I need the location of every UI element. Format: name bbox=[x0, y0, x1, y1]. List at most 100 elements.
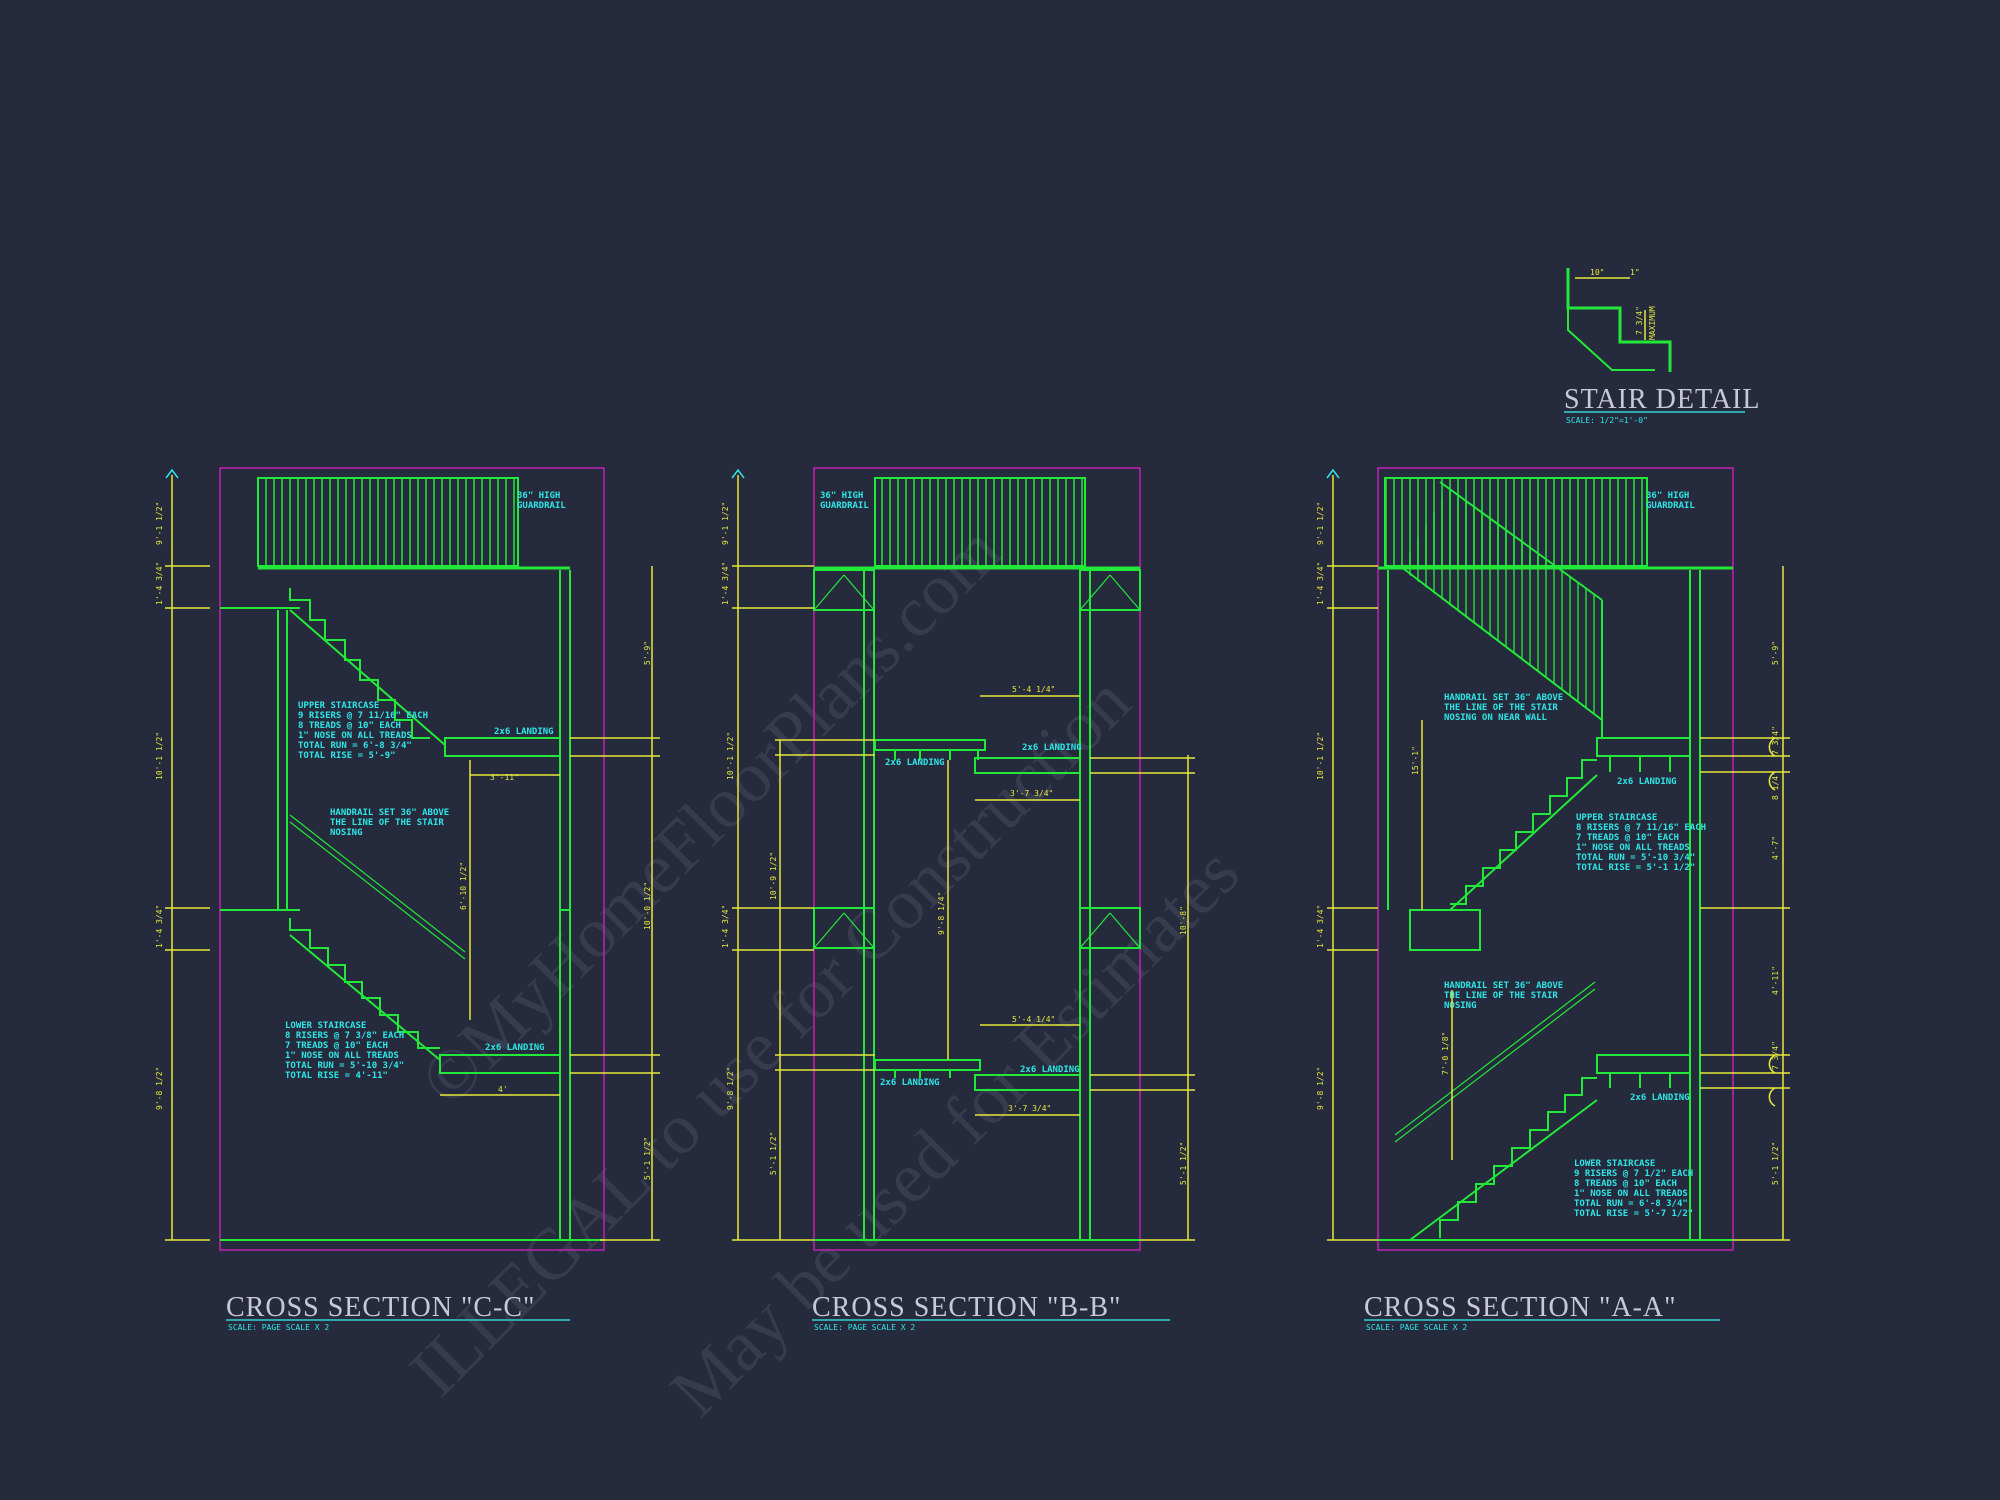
stair-detail-nose-dim: 1" bbox=[1630, 268, 1640, 277]
b-left-dim-3: 10'-1 1/2" bbox=[726, 732, 735, 780]
c-dim-vertical: 6'-10 1/2" bbox=[459, 862, 468, 910]
svg-text:HANDRAIL SET 36" ABOVE: HANDRAIL SET 36" ABOVE bbox=[330, 808, 449, 818]
a-left-dim-1: 9'-1 1/2" bbox=[1316, 502, 1325, 545]
c-lower-note: LOWER STAIRCASE 8 RISERS @ 7 3/8" EACH 7… bbox=[285, 1021, 404, 1081]
svg-text:TOTAL RUN = 5'-10 3/4": TOTAL RUN = 5'-10 3/4" bbox=[285, 1061, 404, 1071]
svg-text:8 TREADS @ 10" EACH: 8 TREADS @ 10" EACH bbox=[298, 721, 401, 731]
a-left-dim-5: 9'-8 1/2" bbox=[1316, 1067, 1325, 1110]
svg-text:8 TREADS @ 10" EACH: 8 TREADS @ 10" EACH bbox=[1574, 1179, 1677, 1189]
b-guardrail-line1: 36" HIGH bbox=[820, 491, 863, 501]
svg-text:LOWER STAIRCASE: LOWER STAIRCASE bbox=[1574, 1159, 1655, 1169]
b-dim-bot2: 3'-7 3/4" bbox=[1008, 1104, 1051, 1113]
b-left-dim-2: 1'-4 3/4" bbox=[721, 562, 730, 605]
svg-text:9 RISERS @ 7 1/2" EACH: 9 RISERS @ 7 1/2" EACH bbox=[1574, 1169, 1693, 1179]
c-guardrail-line1: 36" HIGH bbox=[517, 491, 560, 501]
svg-text:UPPER STAIRCASE: UPPER STAIRCASE bbox=[1576, 813, 1657, 823]
svg-text:THE LINE OF THE STAIR: THE LINE OF THE STAIR bbox=[330, 818, 444, 828]
c-left-dim-5: 9'-8 1/2" bbox=[155, 1067, 164, 1110]
stair-detail-title: STAIR DETAIL bbox=[1564, 384, 1761, 415]
svg-text:HANDRAIL SET 36" ABOVE: HANDRAIL SET 36" ABOVE bbox=[1444, 693, 1563, 703]
a-right-dim-6: 7 3/4" bbox=[1771, 1041, 1780, 1070]
c-right-dim-1: 5'-9" bbox=[643, 641, 652, 665]
svg-text:LOWER STAIRCASE: LOWER STAIRCASE bbox=[285, 1021, 366, 1031]
a-right-dim-7: 5'-1 1/2" bbox=[1771, 1142, 1780, 1185]
a-right-dim-4: 4'-7" bbox=[1771, 836, 1780, 860]
c-dim-lower-width: 4' bbox=[498, 1085, 508, 1094]
b-right-dim-2: 5'-1 1/2" bbox=[1179, 1142, 1188, 1185]
stair-detail-max: MAXIMUM bbox=[1648, 306, 1657, 340]
c-upper-note: UPPER STAIRCASE 9 RISERS @ 7 11/16" EACH… bbox=[298, 701, 428, 761]
section-a-a: 36" HIGH GUARDRAIL 2x6 LANDING HANDRAIL … bbox=[1316, 467, 1790, 1332]
stair-detail-tread-dim: 10" bbox=[1590, 268, 1604, 277]
a-dim-vertical-2: 7'-0 1/8" bbox=[1441, 1032, 1450, 1075]
svg-text:7 TREADS @ 10" EACH: 7 TREADS @ 10" EACH bbox=[1576, 833, 1679, 843]
watermark-line-3: May be used for Estimates bbox=[655, 832, 1254, 1431]
c-left-dim-4: 1'-4 3/4" bbox=[155, 905, 164, 948]
b-left-dim-7: 5'-1 1/2" bbox=[769, 1132, 778, 1175]
svg-text:TOTAL RISE = 5'-9": TOTAL RISE = 5'-9" bbox=[298, 751, 396, 761]
svg-text:TOTAL RUN = 6'-8 3/4": TOTAL RUN = 6'-8 3/4" bbox=[1574, 1199, 1688, 1209]
a-right-dim-2: 7 3/4" bbox=[1771, 726, 1780, 755]
stair-detail: 10" 1" 7 3/4" MAXIMUM STAIR DETAIL SCALE… bbox=[1564, 268, 1761, 425]
a-landing-lower: 2x6 LANDING bbox=[1630, 1093, 1690, 1103]
svg-text:8 RISERS @ 7 3/8" EACH: 8 RISERS @ 7 3/8" EACH bbox=[285, 1031, 404, 1041]
a-left-dim-2: 1'-4 3/4" bbox=[1316, 562, 1325, 605]
svg-text:TOTAL RUN = 5'-10 3/4": TOTAL RUN = 5'-10 3/4" bbox=[1576, 853, 1695, 863]
a-handrail-lower-note: HANDRAIL SET 36" ABOVE THE LINE OF THE S… bbox=[1444, 981, 1563, 1011]
a-left-dim-3: 10'-1 1/2" bbox=[1316, 732, 1325, 780]
svg-text:UPPER STAIRCASE: UPPER STAIRCASE bbox=[298, 701, 379, 711]
b-title: CROSS SECTION "B-B" bbox=[812, 1292, 1121, 1323]
b-left-dim-6: 9'-8 1/2" bbox=[726, 1067, 735, 1110]
a-guardrail-line1: 36" HIGH bbox=[1646, 491, 1689, 501]
svg-text:THE LINE OF THE STAIR: THE LINE OF THE STAIR bbox=[1444, 703, 1558, 713]
c-title: CROSS SECTION "C-C" bbox=[226, 1292, 535, 1323]
svg-text:HANDRAIL SET 36" ABOVE: HANDRAIL SET 36" ABOVE bbox=[1444, 981, 1563, 991]
c-right-dim-3: 5'-1 1/2" bbox=[643, 1137, 652, 1180]
svg-text:TOTAL RISE = 4'-11": TOTAL RISE = 4'-11" bbox=[285, 1071, 388, 1081]
b-left-dim-5: 1'-4 3/4" bbox=[721, 905, 730, 948]
svg-text:TOTAL RISE = 5'-1 1/2": TOTAL RISE = 5'-1 1/2" bbox=[1576, 863, 1695, 873]
c-landing-lower: 2x6 LANDING bbox=[485, 1043, 545, 1053]
b-scale: SCALE: PAGE SCALE X 2 bbox=[814, 1323, 915, 1332]
b-landing-4: 2x6 LANDING bbox=[1020, 1065, 1080, 1075]
a-upper-note: UPPER STAIRCASE 8 RISERS @ 7 11/16" EACH… bbox=[1576, 813, 1706, 873]
b-guardrail-line2: GUARDRAIL bbox=[820, 501, 869, 511]
svg-text:THE LINE OF THE STAIR: THE LINE OF THE STAIR bbox=[1444, 991, 1558, 1001]
b-left-dim-1: 9'-1 1/2" bbox=[721, 502, 730, 545]
a-dim-vertical-1: 15'-1" bbox=[1411, 746, 1420, 775]
a-landing-upper: 2x6 LANDING bbox=[1617, 777, 1677, 787]
svg-text:TOTAL RUN = 6'-8 3/4": TOTAL RUN = 6'-8 3/4" bbox=[298, 741, 412, 751]
a-lower-note: LOWER STAIRCASE 9 RISERS @ 7 1/2" EACH 8… bbox=[1574, 1159, 1693, 1219]
b-landing-1: 2x6 LANDING bbox=[885, 758, 945, 768]
a-handrail-upper-note: HANDRAIL SET 36" ABOVE THE LINE OF THE S… bbox=[1444, 693, 1563, 723]
a-right-dim-3: 8 1/4" bbox=[1771, 771, 1780, 800]
level-markers bbox=[165, 468, 1340, 479]
c-guardrail-line2: GUARDRAIL bbox=[517, 501, 566, 511]
svg-text:8 RISERS @ 7 11/16" EACH: 8 RISERS @ 7 11/16" EACH bbox=[1576, 823, 1706, 833]
watermark-line-1: ©MyHomeFloorPlans.com bbox=[405, 510, 1016, 1121]
b-dim-top1: 5'-4 1/4" bbox=[1012, 685, 1055, 694]
svg-text:7 TREADS @ 10" EACH: 7 TREADS @ 10" EACH bbox=[285, 1041, 388, 1051]
b-dim-bot1: 5'-4 1/4" bbox=[1012, 1015, 1055, 1024]
a-scale: SCALE: PAGE SCALE X 2 bbox=[1366, 1323, 1467, 1332]
b-dim-vertical: 9'-8 1/4" bbox=[937, 892, 946, 935]
svg-text:NOSING: NOSING bbox=[330, 828, 363, 838]
stair-detail-riser-dim: 7 3/4" bbox=[1635, 306, 1644, 335]
svg-text:NOSING: NOSING bbox=[1444, 1001, 1477, 1011]
svg-text:1" NOSE ON ALL TREADS: 1" NOSE ON ALL TREADS bbox=[1576, 843, 1690, 853]
c-left-dim-3: 10'-1 1/2" bbox=[155, 732, 164, 780]
svg-text:1" NOSE ON ALL TREADS: 1" NOSE ON ALL TREADS bbox=[1574, 1189, 1688, 1199]
c-left-dim-2: 1'-4 3/4" bbox=[155, 562, 164, 605]
c-right-dim-2: 10'-0 1/2" bbox=[643, 882, 652, 930]
b-left-dim-4: 10'-9 1/2" bbox=[769, 852, 778, 900]
svg-text:NOSING ON NEAR WALL: NOSING ON NEAR WALL bbox=[1444, 713, 1548, 723]
c-handrail-note: HANDRAIL SET 36" ABOVE THE LINE OF THE S… bbox=[330, 808, 449, 838]
b-landing-2: 2x6 LANDING bbox=[1022, 743, 1082, 753]
section-b-b: 36" HIGH GUARDRAIL 2x6 LANDING 2x6 LANDI… bbox=[721, 467, 1195, 1332]
c-scale: SCALE: PAGE SCALE X 2 bbox=[228, 1323, 329, 1332]
b-dim-top2: 3'-7 3/4" bbox=[1010, 789, 1053, 798]
a-right-dim-1: 5'-9" bbox=[1771, 641, 1780, 665]
c-dim-upper-width: 3'-11" bbox=[490, 773, 519, 782]
c-landing-upper: 2x6 LANDING bbox=[494, 727, 554, 737]
